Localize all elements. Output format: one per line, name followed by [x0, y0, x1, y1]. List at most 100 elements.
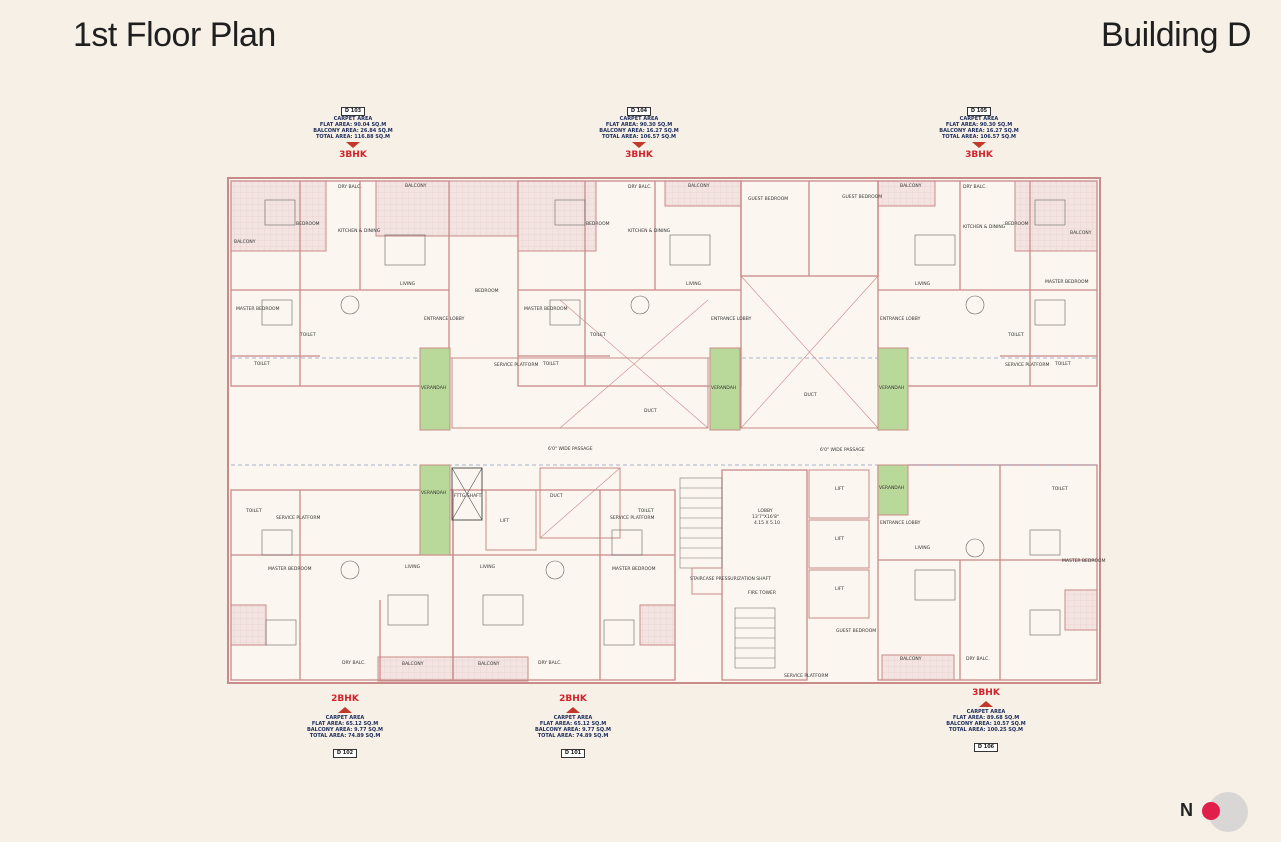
room-label-balcony: BALCONY	[402, 661, 424, 667]
unit-info-d106: 3BHK CARPET AREA FLAT AREA: 89.68 SQ.M B…	[921, 688, 1051, 752]
lift	[808, 469, 870, 519]
room-label-verandah: VERANDAH	[421, 490, 446, 496]
area-line: TOTAL AREA: 74.89 SQ.M	[537, 733, 609, 739]
room-label-toilet: TOILET	[245, 508, 262, 514]
room-label-toilet: TOILET	[637, 508, 654, 514]
area-line: CARPET AREA	[966, 709, 1006, 715]
lobby-label: LOBBY	[758, 508, 773, 514]
area-line: BALCONY AREA: 16.27 SQ.M	[939, 128, 1019, 134]
lift-label: LIFT	[835, 586, 844, 592]
passage-label-right: 6'0" WIDE PASSAGE	[820, 447, 865, 453]
room-label-toilet: TOILET	[299, 332, 316, 338]
balcony-area	[230, 604, 267, 646]
duct-label: DUCT	[804, 392, 817, 398]
area-line: TOTAL AREA: 106.57 SQ.M	[601, 134, 677, 140]
area-line: BALCONY AREA: 26.84 SQ.M	[313, 128, 393, 134]
area-line: FLAT AREA: 90.04 SQ.M	[319, 122, 387, 128]
verandah	[419, 347, 451, 431]
flat-d103	[230, 180, 450, 387]
room-label-dry-balc: DRY BALC.	[338, 184, 362, 190]
room-label-balcony: BALCONY	[1070, 230, 1092, 236]
duct	[451, 357, 709, 429]
pointer-arrow-icon	[979, 701, 993, 707]
room-label-bedroom: BEDROOM	[586, 221, 610, 227]
room-label-master-bedroom: MASTER BEDROOM	[612, 566, 656, 572]
room-label-dry-balc: DRY BALC.	[963, 184, 987, 190]
unit-id: D 105	[966, 107, 992, 116]
unit-id: D 106	[973, 743, 999, 752]
room-label-dry-balc: DRY BALC.	[342, 660, 366, 666]
room-label-toilet: TOILET	[1054, 361, 1071, 367]
room-label-master-bedroom: MASTER BEDROOM	[524, 306, 568, 312]
room-label-dry-balc: DRY BALC.	[538, 660, 562, 666]
lift	[808, 519, 870, 569]
area-line: TOTAL AREA: 74.89 SQ.M	[309, 733, 381, 739]
area-line: TOTAL AREA: 100.25 SQ.M	[948, 727, 1024, 733]
balcony-area	[375, 180, 519, 237]
balcony-area	[881, 654, 955, 681]
lift-label: LIFT	[835, 486, 844, 492]
north-compass: N	[1180, 792, 1254, 832]
verandah	[877, 347, 909, 431]
room-label-bedroom: BEDROOM	[475, 288, 499, 294]
pointer-arrow-icon	[338, 707, 352, 713]
unit-info-d101: 2BHK CARPET AREA FLAT AREA: 65.12 SQ.M B…	[508, 694, 638, 758]
room-label-kitchen: KITCHEN & DINING	[338, 228, 381, 234]
unit-type: 3BHK	[339, 150, 367, 160]
lobby-dimension: 13'7"X16'8"	[752, 514, 779, 520]
room-label-verandah: VERANDAH	[879, 385, 904, 391]
room-label-toilet: TOILET	[1007, 332, 1024, 338]
verandah	[709, 347, 741, 431]
duct-label: DUCT	[644, 408, 657, 414]
room-label-master-bedroom: MASTER BEDROOM	[268, 566, 312, 572]
flat-d101	[452, 489, 676, 681]
page-title: 1st Floor Plan	[73, 16, 276, 54]
balcony-area	[517, 180, 597, 252]
north-label: N	[1180, 800, 1193, 820]
area-line: FLAT AREA: 90.30 SQ.M	[945, 122, 1013, 128]
room-label-bedroom: BEDROOM	[1005, 221, 1029, 227]
room-label-master-bedroom: MASTER BEDROOM	[1045, 279, 1089, 285]
verandah	[419, 464, 451, 556]
pointer-arrow-icon	[346, 142, 360, 148]
room-label-balcony: BALCONY	[405, 183, 427, 189]
pointer-arrow-icon	[972, 142, 986, 148]
room-label-guest-bedroom: GUEST BEDROOM	[842, 194, 882, 200]
lift-label: LIFT	[500, 518, 509, 524]
pointer-arrow-icon	[566, 707, 580, 713]
area-line: BALCONY AREA: 10.57 SQ.M	[946, 721, 1026, 727]
passage-label-left: 6'0" WIDE PASSAGE	[548, 446, 593, 452]
balcony-area	[639, 604, 676, 646]
room-label-service-platform: SERVICE PLATFORM	[276, 515, 320, 521]
room-label-verandah: VERANDAH	[421, 385, 446, 391]
room-label-verandah: VERANDAH	[711, 385, 736, 391]
room-label-bedroom: BEDROOM	[296, 221, 320, 227]
room-label-balcony: BALCONY	[688, 183, 710, 189]
area-line: TOTAL AREA: 106.57 SQ.M	[941, 134, 1017, 140]
room-label-dry-balc: DRY BALC.	[628, 184, 652, 190]
pressurization-shaft	[691, 567, 723, 595]
room-label-entrance-lobby: ENTRANCE LOBBY	[880, 316, 921, 322]
room-label-master-bedroom: MASTER BEDROOM	[236, 306, 280, 312]
lobby-dimension-metric: 4.15 X 5.10	[754, 520, 780, 526]
verandah	[877, 464, 909, 516]
room-label-balcony: BALCONY	[234, 239, 256, 245]
duct-label: DUCT	[550, 493, 563, 499]
staircase	[679, 477, 776, 669]
room-label-entrance-lobby: ENTRANCE LOBBY	[424, 316, 465, 322]
room-label-living: LIVING	[686, 281, 702, 287]
room-label-toilet: TOILET	[542, 361, 559, 367]
fitting-shaft	[451, 467, 483, 521]
unit-type: 3BHK	[625, 150, 653, 160]
pointer-arrow-icon	[632, 142, 646, 148]
unit-info-d104: D 104 CARPET AREA FLAT AREA: 90.30 SQ.M …	[574, 97, 704, 161]
area-line: BALCONY AREA: 9.77 SQ.M	[307, 727, 383, 733]
area-line: CARPET AREA	[325, 715, 365, 721]
unit-type: 3BHK	[965, 150, 993, 160]
area-line: BALCONY AREA: 16.27 SQ.M	[599, 128, 679, 134]
room-label-living: LIVING	[915, 281, 931, 287]
room-label-living: LIVING	[400, 281, 416, 287]
room-label-verandah: VERANDAH	[879, 485, 904, 491]
room-label-balcony: BALCONY	[900, 183, 922, 189]
